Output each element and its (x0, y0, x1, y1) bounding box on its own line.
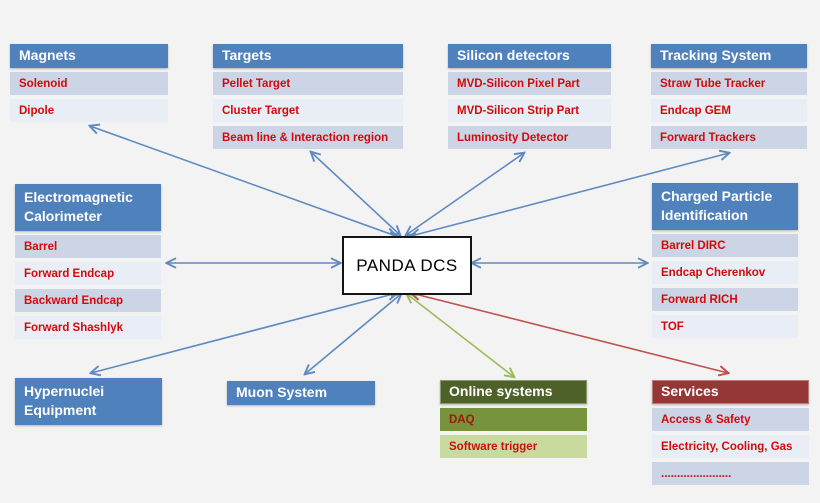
muon-system-header: Muon System (227, 381, 375, 405)
services-item: Access & Safety (652, 408, 809, 431)
targets-item: Pellet Target (213, 72, 403, 95)
silicon-detectors-header: Silicon detectors (448, 44, 611, 68)
arrow-panda-dcs-to-services (411, 293, 728, 373)
charged-particle-identification-item: TOF (652, 315, 798, 338)
charged-particle-identification-item: Forward RICH (652, 288, 798, 311)
arrow-panda-dcs-to-online-systems (407, 294, 514, 377)
charged-particle-identification-item: Barrel DIRC (652, 234, 798, 257)
targets-item: Cluster Target (213, 99, 403, 122)
services-item: ...................... (652, 462, 809, 485)
electromagnetic-calorimeter-item: Forward Shashlyk (15, 316, 161, 339)
targets-header: Targets (213, 44, 403, 68)
panda-dcs-node: PANDA DCS (342, 236, 472, 295)
silicon-detectors-item: MVD-Silicon Strip Part (448, 99, 611, 122)
tracking-system-header: Tracking System (651, 44, 807, 68)
magnets-item: Solenoid (10, 72, 168, 95)
arrow-panda-dcs-to-tracking-system (411, 153, 729, 236)
arrow-panda-dcs-to-muon-system (305, 294, 401, 374)
arrow-panda-dcs-to-targets (311, 152, 400, 235)
tracking-system-item: Forward Trackers (651, 126, 807, 149)
panda-dcs-label: PANDA DCS (356, 255, 458, 275)
charged-particle-identification-item: Endcap Cherenkov (652, 261, 798, 284)
panel-hypernuclei-equipment: Hypernuclei Equipment (15, 378, 162, 425)
services-item: Electricity, Cooling, Gas (652, 435, 809, 458)
panel-muon-system: Muon System (227, 381, 375, 405)
electromagnetic-calorimeter-item: Barrel (15, 235, 161, 258)
targets-item: Beam line & Interaction region (213, 126, 403, 149)
tracking-system-item: Straw Tube Tracker (651, 72, 807, 95)
online-systems-item: Software trigger (440, 435, 587, 458)
silicon-detectors-item: MVD-Silicon Pixel Part (448, 72, 611, 95)
hypernuclei-equipment-header: Hypernuclei Equipment (15, 378, 162, 425)
electromagnetic-calorimeter-header: Electromagnetic Calorimeter (15, 184, 161, 231)
services-header: Services (652, 380, 809, 404)
online-systems-header: Online systems (440, 380, 587, 404)
silicon-detectors-item: Luminosity Detector (448, 126, 611, 149)
electromagnetic-calorimeter-item: Backward Endcap (15, 289, 161, 312)
magnets-item: Dipole (10, 99, 168, 122)
tracking-system-item: Endcap GEM (651, 99, 807, 122)
online-systems-item: DAQ (440, 408, 587, 431)
magnets-header: Magnets (10, 44, 168, 68)
charged-particle-identification-header: Charged Particle Identification (652, 183, 798, 230)
electromagnetic-calorimeter-item: Forward Endcap (15, 262, 161, 285)
